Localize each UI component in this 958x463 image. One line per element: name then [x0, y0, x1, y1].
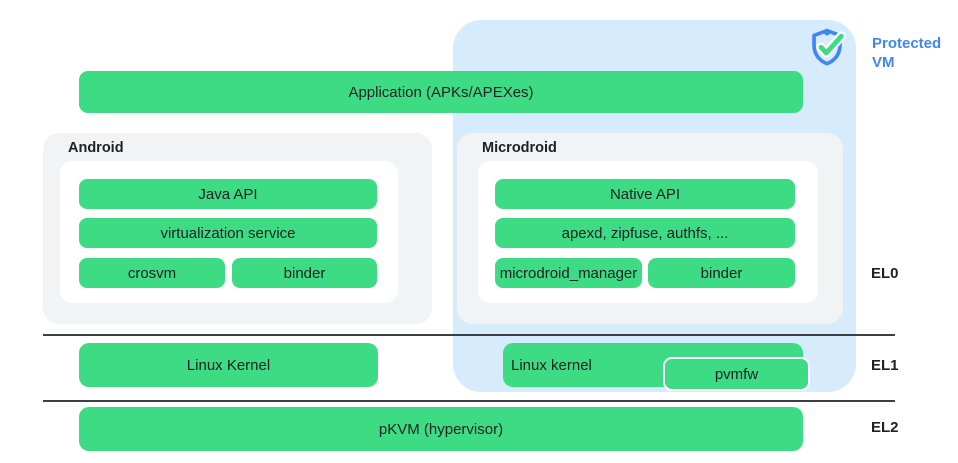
bar-java-api: Java API: [79, 179, 377, 209]
android-group-title: Android: [68, 140, 124, 156]
protected-vm-label-line2: VM: [872, 54, 895, 71]
bar-apexd-zipfuse-authfs-label: apexd, zipfuse, authfs, ...: [561, 224, 729, 242]
bar-linux-kernel-android: Linux Kernel: [79, 343, 378, 387]
application-bar: Application (APKs/APEXes): [79, 71, 803, 113]
bar-native-api: Native API: [495, 179, 795, 209]
protected-vm-label: Protected VM: [872, 34, 941, 72]
bar-pvmfw-label: pvmfw: [714, 365, 759, 383]
shield-check-icon: [806, 26, 848, 68]
android-group: Android Java API virtualization service …: [43, 133, 432, 324]
bar-virtualization-service: virtualization service: [79, 218, 377, 248]
bar-linux-kernel-vm-label: Linux kernel: [511, 356, 592, 374]
bar-binder-android: binder: [232, 258, 377, 288]
microdroid-group: Microdroid Native API apexd, zipfuse, au…: [457, 133, 843, 324]
bar-crosvm: crosvm: [79, 258, 225, 288]
el2-label: EL2: [871, 419, 899, 436]
microdroid-inner-panel: Native API apexd, zipfuse, authfs, ... m…: [478, 161, 818, 303]
application-bar-label: Application (APKs/APEXes): [348, 83, 534, 101]
bar-binder-android-label: binder: [283, 264, 326, 282]
bar-java-api-label: Java API: [198, 185, 258, 203]
bar-pkvm-hypervisor: pKVM (hypervisor): [79, 407, 803, 451]
el0-el1-divider: [43, 334, 895, 336]
el1-label: EL1: [871, 357, 899, 374]
bar-binder-microdroid-label: binder: [700, 264, 743, 282]
bar-pvmfw: pvmfw: [663, 357, 810, 391]
bar-apexd-zipfuse-authfs: apexd, zipfuse, authfs, ...: [495, 218, 795, 248]
android-inner-panel: Java API virtualization service crosvm b…: [60, 161, 398, 303]
protected-vm-label-line1: Protected: [872, 35, 942, 52]
el1-el2-divider: [43, 400, 895, 402]
bar-microdroid-manager: microdroid_manager: [495, 258, 642, 288]
bar-binder-microdroid: binder: [648, 258, 795, 288]
bar-native-api-label: Native API: [609, 185, 681, 203]
bar-virtualization-service-label: virtualization service: [160, 224, 296, 242]
el0-label: EL0: [871, 265, 899, 282]
bar-pkvm-hypervisor-label: pKVM (hypervisor): [378, 420, 504, 438]
microdroid-group-title: Microdroid: [482, 140, 557, 156]
bar-linux-kernel-android-label: Linux Kernel: [186, 356, 271, 374]
bar-crosvm-label: crosvm: [127, 264, 177, 282]
bar-microdroid-manager-label: microdroid_manager: [499, 264, 638, 282]
